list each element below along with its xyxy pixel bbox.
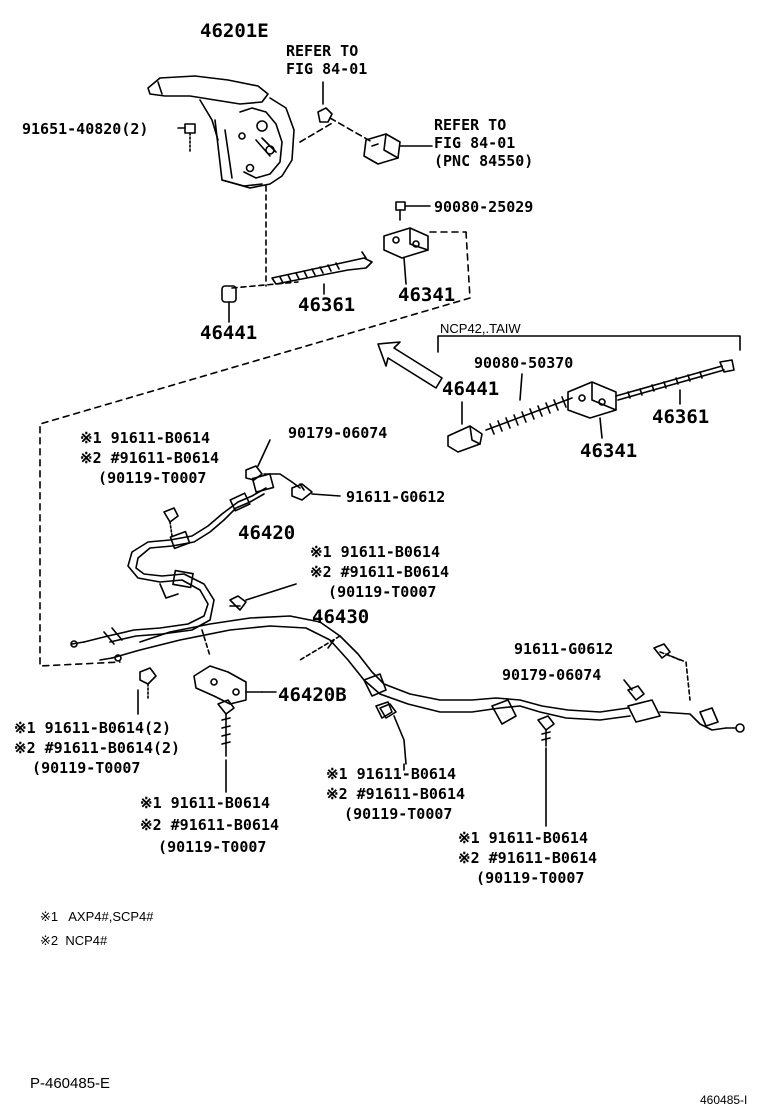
bolt-right-bottom-drawing: [537, 715, 555, 827]
label-91611-G0612-upper: 91611-G0612: [346, 488, 446, 506]
bolt-91651-drawing: [177, 123, 196, 153]
bolt-mid-bottom-drawing: [379, 703, 407, 765]
label-group-center-bottom: ※1 91611-B0614 ※2 #91611-B0614 (90119-T0…: [140, 794, 279, 856]
equalizer-lower-drawing: [567, 381, 617, 439]
spring-drawing: [485, 373, 573, 435]
note-1: ※1 AXP4#,SCP4#: [40, 909, 154, 924]
direction-arrow-drawing: [377, 341, 443, 389]
parking-brake-lever-drawing: [147, 75, 295, 189]
cable-46420-drawing: [70, 473, 305, 648]
label-46341-upper: 46341: [398, 284, 456, 306]
adjusting-rod-lower-drawing: [615, 359, 735, 405]
bolt-center-bottom-drawing: [217, 699, 235, 793]
bolt-mid-drawing: [229, 583, 297, 611]
switch-connector-drawing: [363, 133, 433, 165]
nut-46441-lower-drawing: [447, 401, 483, 453]
nut-90179-lower-drawing: [623, 679, 645, 701]
label-90179-06074-lower: 90179-06074: [502, 666, 602, 684]
adjusting-rod-upper-drawing: [271, 251, 373, 295]
footer-image-code: 460485-I: [700, 1093, 748, 1107]
label-91651-40820: 91651-40820(2): [22, 120, 149, 138]
bracket-46420B-drawing: [193, 665, 263, 705]
note-2: ※2 NCP4#: [40, 933, 108, 948]
label-refer-fig-top: REFER TO FIG 84-01: [286, 42, 368, 78]
label-group-left-top: ※1 91611-B0614 ※2 #91611-B0614 (90119-T0…: [80, 429, 219, 487]
label-group-left-bottom: ※1 91611-B0614(2) ※2 #91611-B0614(2) (90…: [14, 719, 181, 777]
nut-46441-upper-drawing: [221, 285, 237, 323]
nut-90179-upper-drawing: [245, 439, 271, 481]
bolt-left-bottom-drawing: [137, 667, 157, 715]
label-group-mid-bottom: ※1 91611-B0614 ※2 #91611-B0614 (90119-T0…: [326, 765, 465, 823]
label-group-mid-right: ※1 91611-B0614 ※2 #91611-B0614 (90119-T0…: [310, 543, 449, 601]
footer-drawing-code: P-460485-E: [30, 1075, 111, 1092]
bolt-46420-drawing: [163, 507, 179, 537]
label-46361-lower: 46361: [652, 406, 710, 428]
bolt-91611-G0612-lower-drawing: [653, 643, 681, 661]
bolt-90080-25029-drawing: [395, 201, 431, 221]
equalizer-upper-drawing: [383, 227, 429, 285]
nut-top-drawing: [317, 81, 333, 123]
label-90080-50370: 90080-50370: [474, 354, 574, 372]
label-46420B: 46420B: [278, 684, 347, 706]
label-46420: 46420: [238, 522, 296, 544]
label-46341-lower: 46341: [580, 440, 638, 462]
label-46361-upper: 46361: [298, 294, 356, 316]
bolt-91611-G0612-upper-drawing: [291, 483, 341, 501]
label-group-right-bottom: ※1 91611-B0614 ※2 #91611-B0614 (90119-T0…: [458, 829, 597, 887]
cable-46430-drawing: [99, 615, 745, 733]
label-90179-06074-upper: 90179-06074: [288, 424, 388, 442]
label-46201E: 46201E: [200, 20, 269, 42]
label-46441-lower: 46441: [442, 378, 500, 400]
label-refer-fig-pnc: REFER TO FIG 84-01 (PNC 84550): [434, 116, 534, 170]
label-ncp42-header: NCP42,.TAIW: [440, 321, 521, 336]
label-46430: 46430: [312, 606, 370, 628]
label-90080-25029: 90080-25029: [434, 198, 534, 216]
label-46441-upper: 46441: [200, 322, 258, 344]
label-91611-G0612-lower: 91611-G0612: [514, 640, 614, 658]
